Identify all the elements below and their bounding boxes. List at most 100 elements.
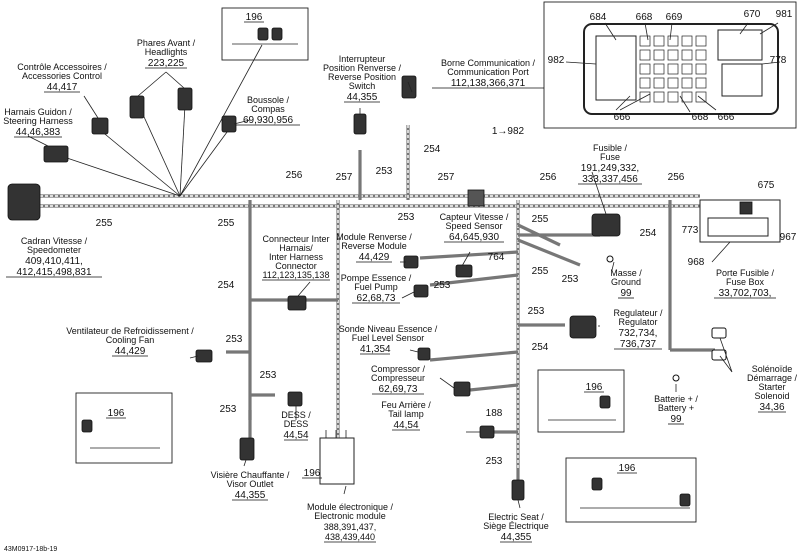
svg-text:253: 253 <box>434 280 451 291</box>
svg-text:668: 668 <box>692 112 709 123</box>
svg-text:62,68,73: 62,68,73 <box>357 293 396 304</box>
fuse-box-inset <box>543 1 797 129</box>
reference-numbers: 196 196 196 196 196 255 255 255 255 256 … <box>96 9 797 479</box>
svg-text:196: 196 <box>619 463 636 474</box>
svg-text:Batterie + /: Batterie + / <box>654 394 698 404</box>
label-communication-port: Borne Communication / Communication Port… <box>432 58 544 89</box>
svg-text:253: 253 <box>226 334 243 345</box>
svg-text:Masse /: Masse / <box>610 268 642 278</box>
fuel-pump-connector-icon <box>413 284 429 298</box>
svg-text:Headlights: Headlights <box>145 47 188 57</box>
connector-icons <box>7 75 781 501</box>
svg-text:1→982: 1→982 <box>492 126 525 137</box>
svg-text:44,355: 44,355 <box>347 92 378 103</box>
svg-text:44,429: 44,429 <box>115 346 146 357</box>
svg-text:253: 253 <box>220 404 237 415</box>
svg-text:Fuel Level Sensor: Fuel Level Sensor <box>352 333 425 343</box>
svg-text:Tail lamp: Tail lamp <box>388 409 424 419</box>
svg-text:Cooling Fan: Cooling Fan <box>106 335 155 345</box>
svg-text:255: 255 <box>96 218 113 229</box>
svg-text:62,69,73: 62,69,73 <box>379 384 418 395</box>
accessories-connector-icon <box>91 117 109 135</box>
figure-code: 43M0917-18b-19 <box>4 546 57 553</box>
svg-text:669: 669 <box>666 12 683 23</box>
svg-text:409,410,411,: 409,410,411, <box>25 256 83 267</box>
svg-text:112,138,366,371: 112,138,366,371 <box>451 78 526 89</box>
label-compressor: Compressor / Compresseur 62,69,73 <box>371 364 426 395</box>
svg-text:196: 196 <box>304 468 321 479</box>
svg-text:Démarrage /: Démarrage / <box>747 373 798 383</box>
label-fuse: Fusible / Fuse 191,249,332, 333,337,456 <box>578 143 642 185</box>
svg-text:44,355: 44,355 <box>501 532 532 543</box>
svg-text:Reverse Position: Reverse Position <box>328 72 396 82</box>
svg-text:Battery +: Battery + <box>658 403 694 413</box>
svg-text:Sonde Niveau Essence /: Sonde Niveau Essence / <box>339 324 438 334</box>
svg-text:253: 253 <box>486 456 503 467</box>
svg-text:736,737: 736,737 <box>620 339 657 350</box>
svg-text:Position Renverse /: Position Renverse / <box>323 63 402 73</box>
svg-text:34,36: 34,36 <box>759 402 784 413</box>
cooling-fan-connector-icon <box>195 349 213 363</box>
svg-text:44,46,383: 44,46,383 <box>16 127 61 138</box>
label-speedometer: Cadran Vitesse / Speedometer 409,410,411… <box>6 236 102 278</box>
svg-text:196: 196 <box>108 408 125 419</box>
svg-text:Fusible /: Fusible / <box>593 143 628 153</box>
electric-seat-connector-icon <box>511 479 525 501</box>
label-inter-harness-connector: Connecteur Inter Harnais/ Inter Harness … <box>262 234 330 281</box>
svg-text:257: 257 <box>438 172 455 183</box>
svg-text:253: 253 <box>398 212 415 223</box>
svg-text:44,429: 44,429 <box>359 252 390 263</box>
svg-text:191,249,332,: 191,249,332, <box>581 163 639 174</box>
label-compass: Boussole / Compas 69,930,956 <box>236 95 300 126</box>
svg-text:Regulateur /: Regulateur / <box>613 308 663 318</box>
svg-text:DESS: DESS <box>284 419 309 429</box>
label-headlights: Phares Avant / Headlights 223,225 <box>137 38 196 69</box>
headlight-connector-icon <box>177 87 193 111</box>
svg-text:223,225: 223,225 <box>148 58 185 69</box>
svg-text:Feu Arrière /: Feu Arrière / <box>381 400 431 410</box>
svg-text:Compas: Compas <box>251 104 285 114</box>
svg-text:Electronic module: Electronic module <box>314 511 386 521</box>
svg-text:333,337,456: 333,337,456 <box>582 174 638 185</box>
svg-text:764: 764 <box>488 252 505 263</box>
svg-text:Borne Communication /: Borne Communication / <box>441 58 536 68</box>
svg-text:Solenoid: Solenoid <box>754 391 789 401</box>
svg-text:255: 255 <box>532 266 549 277</box>
svg-text:254: 254 <box>640 228 657 239</box>
compass-connector-icon <box>221 115 237 133</box>
svg-text:Harnais Guidon /: Harnais Guidon / <box>4 107 72 117</box>
svg-text:256: 256 <box>540 172 557 183</box>
svg-text:196: 196 <box>246 12 263 23</box>
svg-text:Connector: Connector <box>275 261 317 271</box>
svg-text:Harnais/: Harnais/ <box>279 243 313 253</box>
svg-text:732,734,: 732,734, <box>619 328 658 339</box>
starter-solenoid-icon <box>711 349 727 361</box>
svg-text:44,355: 44,355 <box>235 490 266 501</box>
svg-text:253: 253 <box>528 306 545 317</box>
svg-text:Fuse: Fuse <box>600 152 620 162</box>
svg-text:Inter Harness: Inter Harness <box>269 252 324 262</box>
svg-text:255: 255 <box>218 218 235 229</box>
label-accessories-control: Contrôle Accessoires / Accessories Contr… <box>17 62 107 93</box>
headlight-connector-icon <box>129 95 145 119</box>
svg-text:44,54: 44,54 <box>393 420 418 431</box>
battery-terminal-icon <box>672 374 680 382</box>
label-tail-lamp: Feu Arrière / Tail lamp 44,54 <box>381 400 431 431</box>
svg-text:Fuse Box: Fuse Box <box>726 277 765 287</box>
svg-text:Reverse Module: Reverse Module <box>341 241 407 251</box>
svg-text:684: 684 <box>590 12 607 23</box>
svg-text:Electric Seat /: Electric Seat / <box>488 512 544 522</box>
svg-text:Siège Électrique: Siège Électrique <box>483 521 549 531</box>
label-speed-sensor: Capteur Vitesse / Speed Sensor 64,645,93… <box>440 212 509 243</box>
svg-text:196: 196 <box>586 382 603 393</box>
svg-text:Connecteur Inter: Connecteur Inter <box>262 234 329 244</box>
svg-text:Visor Outlet: Visor Outlet <box>227 479 274 489</box>
svg-text:Visière Chauffante /: Visière Chauffante / <box>211 470 290 480</box>
svg-text:Module électronique /: Module électronique / <box>307 502 394 512</box>
svg-text:Interrupteur: Interrupteur <box>339 54 386 64</box>
svg-text:69,930,956: 69,930,956 <box>243 115 293 126</box>
label-fuse-box: Porte Fusible / Fuse Box 33,702,703, <box>714 268 776 299</box>
svg-text:256: 256 <box>286 170 303 181</box>
svg-text:778: 778 <box>770 55 787 66</box>
